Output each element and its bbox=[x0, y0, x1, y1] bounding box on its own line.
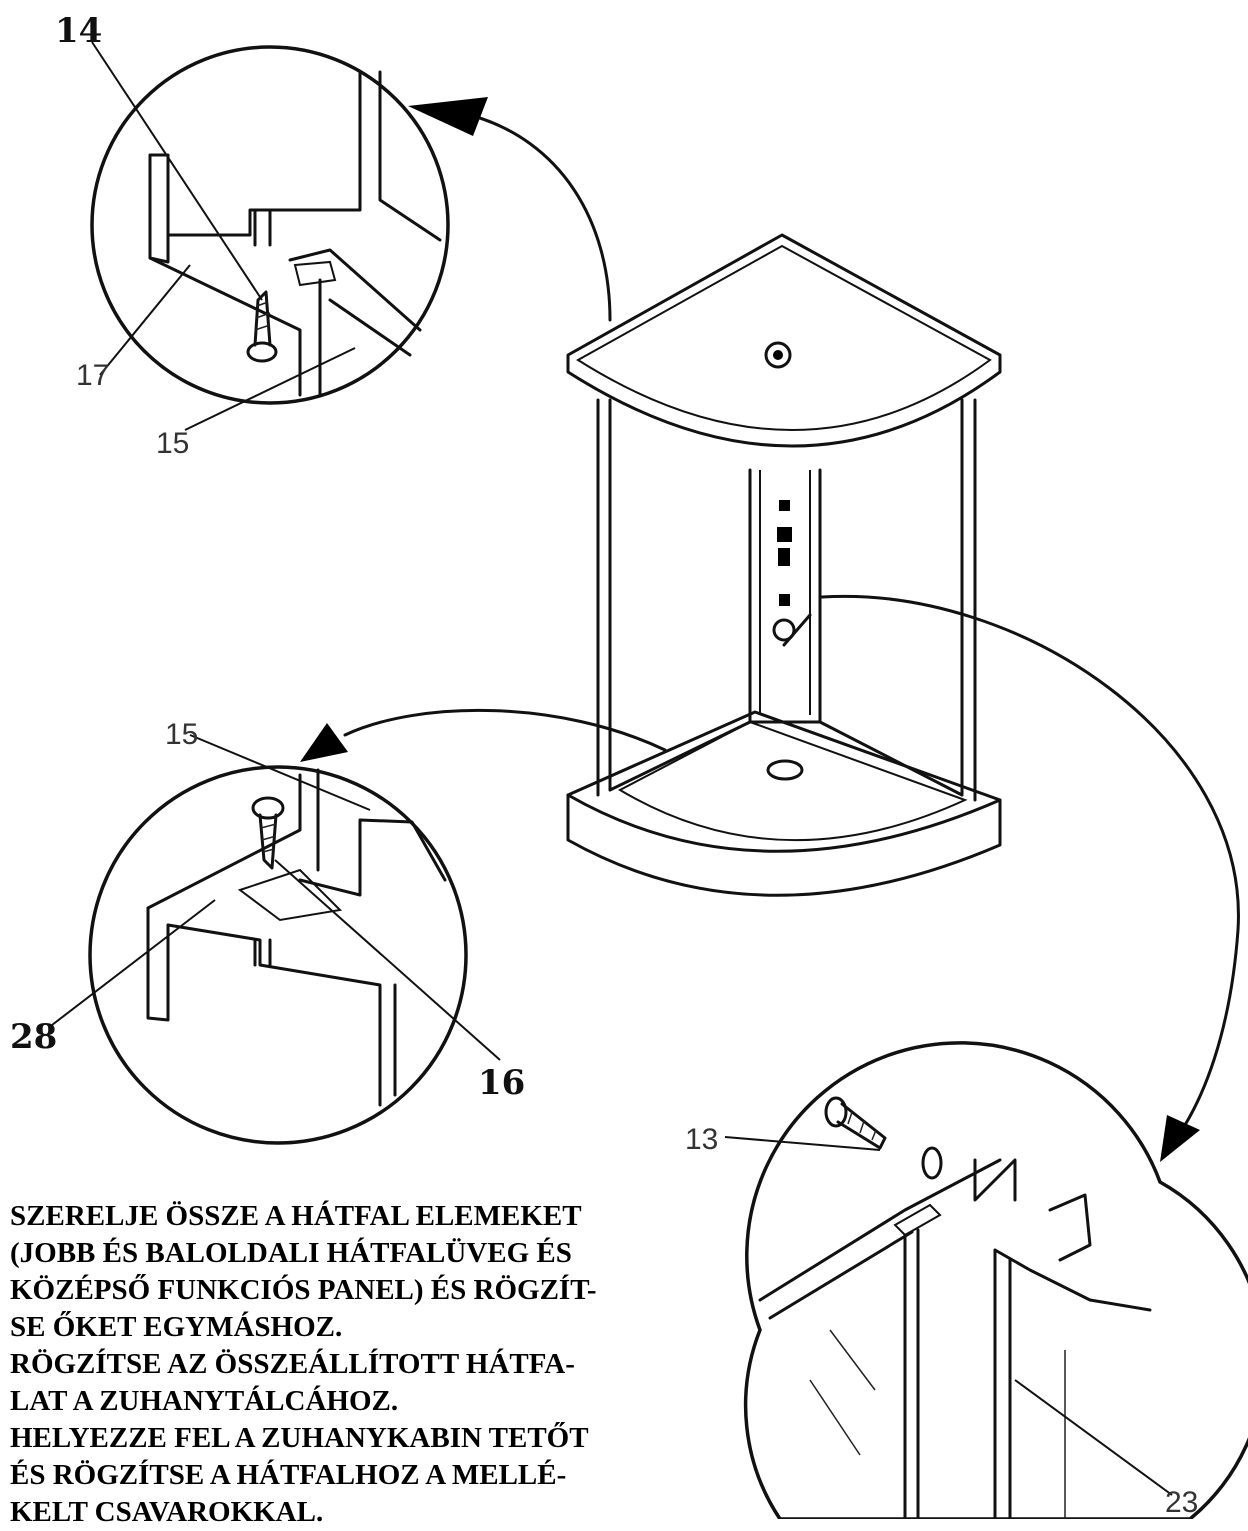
instruction-line: (JOBB ÉS BALOLDALI HÁTFALÜVEG ÉS bbox=[10, 1237, 572, 1269]
panel-button-3 bbox=[778, 548, 790, 566]
instruction-line: KÖZÉPSŐ FUNKCIÓS PANEL) ÉS RÖGZÍT- bbox=[10, 1274, 597, 1306]
screw-icon bbox=[246, 290, 278, 363]
label-14: 14 bbox=[55, 11, 102, 51]
label-17: 17 bbox=[76, 359, 109, 392]
frame-bottom-mid bbox=[166, 923, 397, 1107]
leader-17 bbox=[99, 264, 191, 376]
detail-top-left: 14 17 15 bbox=[55, 11, 450, 460]
panel-15-mid bbox=[146, 768, 320, 910]
leader-28 bbox=[51, 899, 216, 1026]
leader-13 bbox=[724, 1136, 881, 1151]
panel-button-4 bbox=[779, 594, 790, 606]
arrow-middle-connector bbox=[343, 708, 667, 752]
roof-fan bbox=[764, 341, 792, 369]
label-15-top: 15 bbox=[156, 427, 189, 460]
panel-profile-top bbox=[288, 248, 422, 357]
roof-fan-center bbox=[773, 350, 783, 360]
glass-left-top bbox=[758, 1158, 1002, 1320]
tray-top bbox=[566, 710, 1002, 853]
label-23: 23 bbox=[1165, 1486, 1198, 1519]
instruction-line: SE ŐKET EGYMÁSHOZ. bbox=[10, 1311, 343, 1343]
screw-icon bbox=[824, 1096, 887, 1150]
instruction-line: KELT CSAVAROKKAL. bbox=[10, 1496, 324, 1528]
roof-inner bbox=[576, 244, 992, 431]
detail-middle-left: 15 28 16 bbox=[10, 718, 525, 1145]
shower-cabin bbox=[566, 233, 1002, 897]
panel-button-1 bbox=[779, 500, 790, 511]
instruction-line: ÉS RÖGZÍTSE A HÁTFALHOZ A MELLÉ- bbox=[10, 1459, 567, 1491]
frame-left bbox=[148, 153, 170, 264]
right-wall-edge bbox=[960, 398, 977, 802]
instruction-line: RÖGZÍTSE AZ ÖSSZEÁLLÍTOTT HÁTFA- bbox=[10, 1348, 575, 1380]
glass-left-edge bbox=[903, 1228, 920, 1519]
leader-14 bbox=[91, 41, 263, 301]
panel-15-top bbox=[148, 256, 322, 397]
left-wall-edge bbox=[596, 398, 612, 797]
screw-icon bbox=[251, 796, 285, 870]
label-16: 16 bbox=[478, 1063, 525, 1103]
arrow-top-connector bbox=[468, 113, 612, 322]
bracket-right bbox=[973, 1158, 1017, 1202]
panel-lever bbox=[782, 613, 812, 647]
label-13: 13 bbox=[685, 1123, 718, 1156]
bracket-clip bbox=[893, 1203, 942, 1237]
tray-basin bbox=[617, 720, 968, 842]
label-15-mid: 15 bbox=[165, 718, 198, 751]
connector-arrows bbox=[300, 97, 1240, 1162]
center-panel bbox=[748, 468, 822, 724]
label-28: 28 bbox=[10, 1017, 57, 1057]
panel-button-2 bbox=[777, 527, 792, 542]
leader-16 bbox=[274, 859, 501, 1061]
arrow-top-head bbox=[408, 97, 488, 136]
profile-detail bbox=[293, 260, 337, 287]
detail-bottom-right: 13 23 bbox=[685, 1041, 1248, 1519]
arrow-middle-head bbox=[300, 723, 348, 762]
frame-joint bbox=[253, 210, 272, 247]
glass-right bbox=[993, 1248, 1152, 1519]
profile-mid bbox=[298, 818, 447, 897]
bracket-mid bbox=[237, 868, 343, 922]
roof bbox=[566, 233, 1002, 448]
instruction-line: LAT A ZUHANYTÁLCÁHOZ. bbox=[10, 1385, 399, 1417]
arrow-right-head bbox=[1160, 1115, 1200, 1162]
center-panel-inner bbox=[759, 470, 811, 715]
panel-knob bbox=[772, 618, 796, 642]
detail-circle-middle bbox=[88, 765, 468, 1145]
leader-23 bbox=[1014, 1379, 1173, 1496]
instruction-line: SZERELJE ÖSSZE A HÁTFAL ELEMEKET bbox=[10, 1200, 582, 1232]
leader-15-top bbox=[184, 347, 356, 431]
instruction-text: SZERELJE ÖSSZE A HÁTFAL ELEMEKET (JOBB É… bbox=[10, 1198, 710, 1531]
instruction-line: HELYEZZE FEL A ZUHANYKABIN TETŐT bbox=[10, 1422, 589, 1454]
joint-mid bbox=[253, 938, 272, 967]
frame-left-mid bbox=[146, 906, 170, 1022]
leader-15-mid bbox=[189, 734, 371, 811]
detail-circle-bottom bbox=[743, 1041, 1248, 1519]
frame-top bbox=[166, 70, 442, 242]
bracket-tab bbox=[1048, 1193, 1092, 1262]
wall-base-lines bbox=[608, 720, 964, 797]
drain bbox=[766, 759, 804, 781]
arrow-right-connector bbox=[820, 594, 1240, 1127]
glass-reflections bbox=[809, 1329, 1066, 1519]
tray-front bbox=[566, 793, 1002, 897]
washer-icon bbox=[921, 1146, 943, 1180]
